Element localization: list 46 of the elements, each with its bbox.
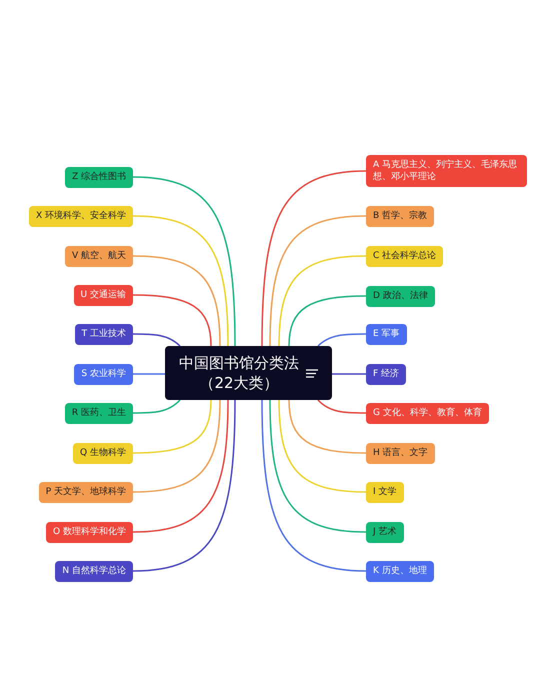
topic-box: K 历史、地理: [366, 560, 434, 582]
topic-box: Z 综合性图书: [64, 166, 133, 188]
connector-line: [133, 399, 181, 414]
connector-line: [269, 400, 366, 533]
topic-box: F 经济: [366, 364, 406, 384]
central-topic-box: [165, 346, 332, 400]
topic-box: A 马克思主义、列宁主义、毛泽东思想、邓小平理论: [366, 155, 527, 187]
topic-box: O 数理科学和化学: [46, 522, 133, 542]
topic-box: C 社会科学总论: [366, 246, 444, 266]
topic-box: B 哲学、宗教: [366, 206, 434, 226]
topic-box: X 环境科学、安全科学: [28, 206, 133, 226]
connector-line: [332, 373, 366, 375]
connector-line: [132, 255, 221, 346]
connector-line: [288, 295, 366, 346]
connector-line: [133, 373, 165, 375]
connector-line: [261, 400, 366, 572]
topic-box: V 航空、航天: [64, 246, 133, 266]
topic-box: G 文化、科学、教育、体育: [366, 402, 489, 424]
connector-line: [132, 294, 212, 346]
connector-line: [132, 176, 236, 346]
connector-line: [317, 399, 366, 414]
topic-box: P 天文学、地球科学: [38, 482, 133, 502]
connector-line: [133, 333, 180, 347]
connector-line: [278, 255, 366, 346]
connector-line: [318, 333, 366, 347]
connector-line: [261, 170, 366, 346]
connector-line: [132, 400, 229, 533]
connector-line: [132, 400, 236, 572]
topic-box: R 医药、卫生: [64, 402, 133, 424]
topic-box: I 文学: [366, 482, 404, 502]
topic-box: E 军事: [366, 324, 407, 344]
topic-box: Q 生物科学: [73, 442, 133, 464]
connector-line: [132, 400, 221, 493]
topic-box: S 农业科学: [74, 364, 133, 384]
topic-box: N 自然科学总论: [55, 560, 133, 582]
topic-box: T 工业技术: [74, 324, 133, 344]
topic-box: U 交通运输: [74, 284, 133, 306]
topic-box: H 语言、文字: [366, 442, 435, 464]
connector-line: [278, 400, 366, 493]
connector-line: [269, 215, 366, 346]
central-topic-title: 中国图书馆分类法（22大类）: [178, 353, 300, 393]
connector-line: [132, 400, 212, 454]
connector-line: [132, 215, 229, 346]
topic-box: J 艺术: [366, 522, 404, 542]
connector-line: [288, 400, 366, 454]
topic-box: D 政治、法律: [366, 286, 435, 306]
